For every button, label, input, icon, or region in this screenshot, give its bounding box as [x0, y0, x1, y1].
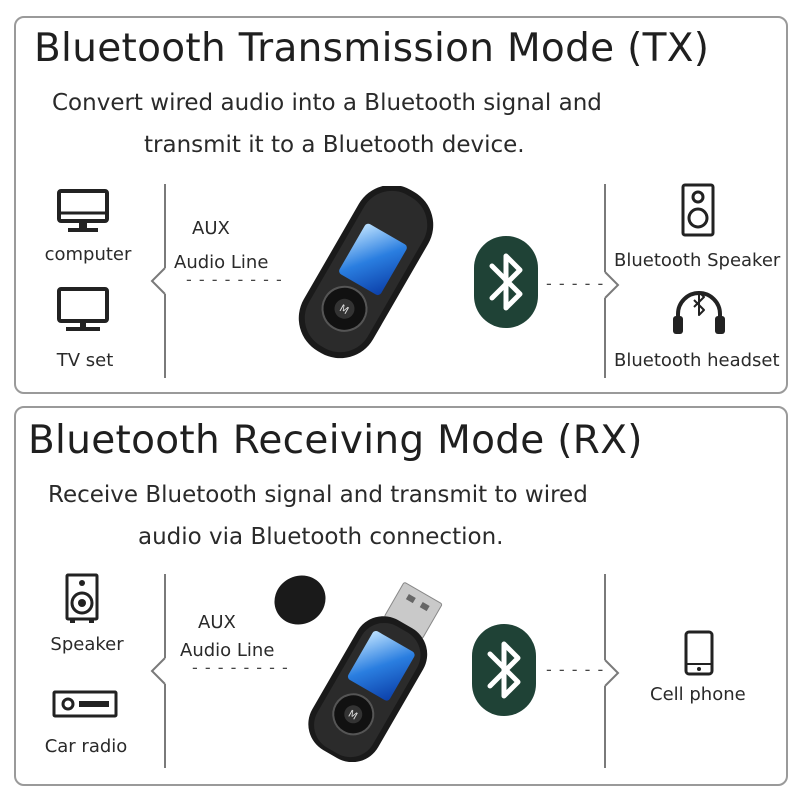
- car-radio-icon: [52, 690, 118, 720]
- bluetooth-icon: [474, 236, 538, 328]
- tx-title: Bluetooth Transmission Mode (TX): [34, 26, 709, 71]
- tx-right-bracket-bottom: [604, 298, 606, 378]
- tx-aux-dashes: - - - - - - - -: [186, 270, 283, 289]
- rx-title: Bluetooth Receiving Mode (RX): [28, 418, 643, 463]
- computer-icon: [56, 188, 110, 234]
- tx-right-dashes: - - - - -: [546, 274, 604, 293]
- rx-aux-label: AUX: [198, 612, 236, 633]
- rx-left-bracket-top: [164, 574, 166, 658]
- bluetooth-icon: [472, 624, 536, 716]
- rx-right-label-phone: Cell phone: [650, 684, 746, 705]
- rx-left-bracket-bottom: [164, 684, 166, 768]
- tx-right-label-headset: Bluetooth headset: [614, 350, 780, 371]
- rx-right-bracket-point: [602, 658, 622, 688]
- tx-left-bracket-bottom: [164, 294, 166, 378]
- rx-description-line1: Receive Bluetooth signal and transmit to…: [48, 482, 588, 508]
- tx-panel: Bluetooth Transmission Mode (TX) Convert…: [14, 16, 788, 394]
- tx-right-bracket-top: [604, 184, 606, 272]
- rx-panel: Bluetooth Receiving Mode (RX) Receive Bl…: [14, 406, 788, 786]
- tv-icon: [56, 286, 110, 334]
- rx-right-bracket-top: [604, 574, 606, 660]
- rx-right-bracket-bottom: [604, 686, 606, 768]
- tx-description-line1: Convert wired audio into a Bluetooth sig…: [52, 90, 602, 116]
- usb-device: M: [274, 186, 454, 364]
- tx-description-line2: transmit it to a Bluetooth device.: [144, 132, 525, 158]
- tx-left-label-computer: computer: [42, 244, 134, 265]
- tx-left-bracket-point: [148, 266, 168, 296]
- usb-device: M: [270, 572, 490, 762]
- rx-left-label-car-radio: Car radio: [38, 736, 134, 757]
- tx-right-label-speaker: Bluetooth Speaker: [614, 250, 780, 271]
- speaker-icon: [64, 572, 100, 624]
- rx-description-line2: audio via Bluetooth connection.: [138, 524, 503, 550]
- tx-aux-label: AUX: [192, 218, 230, 239]
- rx-left-label-speaker: Speaker: [44, 634, 130, 655]
- rx-right-dashes: - - - - -: [546, 660, 604, 679]
- tx-right-bracket-point: [602, 270, 622, 300]
- speaker-icon: [680, 182, 716, 238]
- phone-icon: [684, 630, 714, 676]
- rx-left-bracket-point: [148, 656, 168, 686]
- headset-icon: [670, 286, 728, 336]
- tx-left-label-tv: TV set: [42, 350, 128, 371]
- tx-left-bracket-top: [164, 184, 166, 268]
